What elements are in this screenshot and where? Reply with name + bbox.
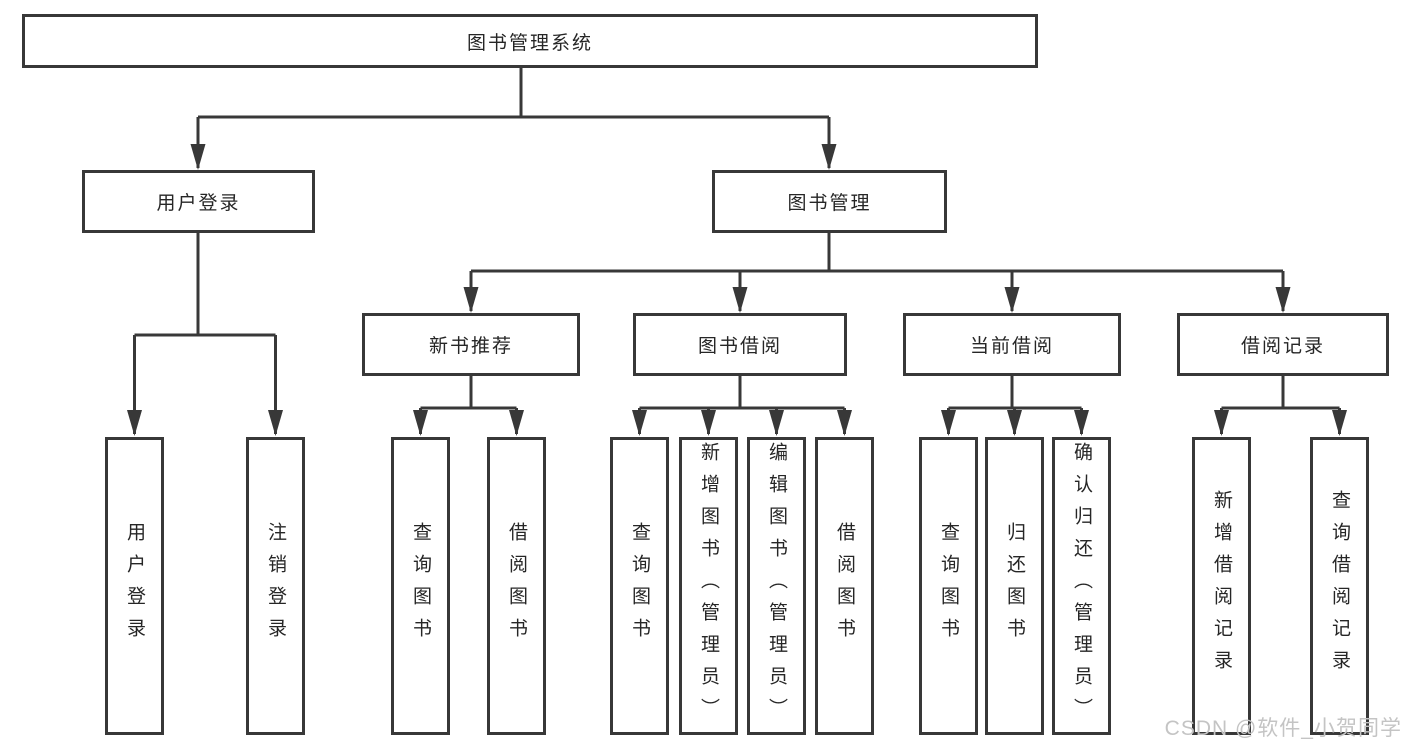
leaf-add-borrow-record: 新增借阅记录 <box>1192 437 1251 735</box>
node-new-book-recommendation: 新书推荐 <box>362 313 580 376</box>
node-borrowing-records: 借阅记录 <box>1177 313 1389 376</box>
leaf-logout: 注销登录 <box>246 437 305 735</box>
node-current-borrowing: 当前借阅 <box>903 313 1121 376</box>
leaf-recommend-query-books: 查询图书 <box>391 437 450 735</box>
leaf-return-books: 归还图书 <box>985 437 1044 735</box>
leaf-add-books-admin: 新增图书（管理员） <box>679 437 738 735</box>
leaf-recommend-borrow-books: 借阅图书 <box>487 437 546 735</box>
node-user-login: 用户登录 <box>82 170 315 233</box>
csdn-watermark: CSDN @软件_小贺同学 <box>1164 717 1402 740</box>
leaf-edit-books-admin: 编辑图书（管理员） <box>747 437 806 735</box>
leaf-borrow-query-books: 查询图书 <box>610 437 669 735</box>
leaf-user-login: 用户登录 <box>105 437 164 735</box>
leaf-query-borrow-record: 查询借阅记录 <box>1310 437 1369 735</box>
leaf-confirm-return-admin: 确认归还（管理员） <box>1052 437 1111 735</box>
leaf-current-query-books: 查询图书 <box>919 437 978 735</box>
node-book-management: 图书管理 <box>712 170 947 233</box>
node-book-borrowing: 图书借阅 <box>633 313 847 376</box>
leaf-borrow-books: 借阅图书 <box>815 437 874 735</box>
node-root: 图书管理系统 <box>22 14 1038 68</box>
